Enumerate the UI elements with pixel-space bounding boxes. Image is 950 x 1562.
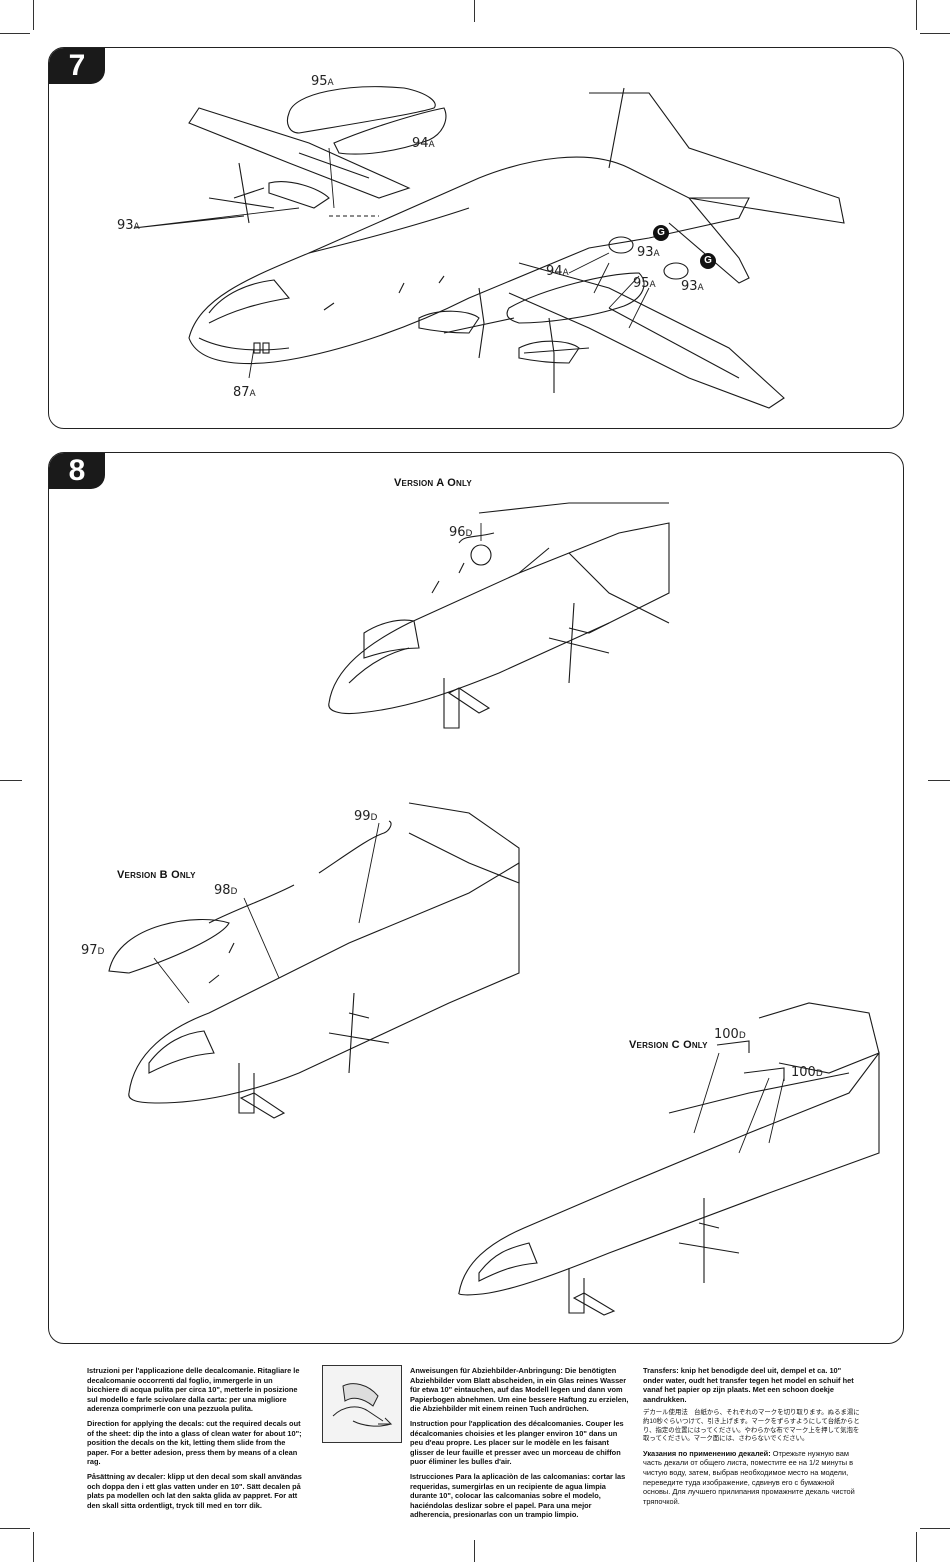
instructions-russian: Указания по применению декалей: Отрежьте… (643, 1449, 863, 1507)
part-label-95a: 95A (311, 74, 334, 89)
crop-mark (0, 1528, 30, 1529)
crop-mark (474, 1540, 475, 1562)
version-a-aircraft (328, 502, 670, 729)
crop-mark (920, 1528, 950, 1529)
version-b-heading: Version B Only (117, 869, 196, 881)
step-number: 8 (49, 453, 105, 489)
instructions-column-2: Anweisungen für Abziehbilder-Anbringung:… (410, 1366, 630, 1525)
sprue-g-badge: G (653, 225, 669, 241)
part-label-95a: 95A (633, 276, 656, 291)
part-label-93a: 93A (637, 245, 660, 260)
instructions-german: Anweisungen für Abziehbilder-Anbringung:… (410, 1366, 629, 1414)
step-number: 7 (49, 48, 105, 84)
crop-mark (0, 33, 30, 34)
version-c-aircraft (458, 1002, 880, 1316)
instructions-dutch: Transfers: knip het benodigde deel uit, … (643, 1366, 854, 1404)
part-label-100d: 100D (714, 1027, 746, 1042)
crop-mark (0, 780, 22, 781)
part-label-93a: 93A (117, 218, 140, 233)
instructions-italian: Istruzioni per l'applicazione delle deca… (87, 1366, 300, 1414)
step-8-panel: 8 (48, 452, 904, 1344)
instructions-column-3: Transfers: knip het benodigde deel uit, … (643, 1366, 863, 1511)
version-c-heading: Version C Only (629, 1039, 708, 1051)
version-variants-drawing (108, 502, 880, 1316)
aircraft-assembly-drawing (133, 86, 845, 409)
part-label-87a: 87A (233, 385, 256, 400)
sprue-g-badge: G (700, 253, 716, 269)
part-label-99d: 99D (354, 809, 378, 824)
crop-mark (916, 0, 917, 30)
instructions-column-1: Istruzioni per l'applicazione delle deca… (87, 1366, 307, 1515)
crop-mark (920, 33, 950, 34)
step-7-panel: 7 (48, 47, 904, 429)
part-label-97d: 97D (81, 943, 105, 958)
part-label-100d: 100D (791, 1065, 823, 1080)
instructions-japanese: デカール使用法 台紙から、それぞれのマークを切り取ります。ぬるま湯に約10秒ぐら… (643, 1409, 860, 1443)
instructions-russian-text: Отрежьте нужную вам часть декали от обще… (643, 1448, 855, 1506)
part-label-93a: 93A (681, 279, 704, 294)
part-label-94a: 94A (412, 136, 435, 151)
instructions-english: Direction for applying the decals: cut t… (87, 1418, 302, 1467)
crop-mark (928, 780, 950, 781)
part-label-94a: 94A (546, 264, 569, 279)
instructions-spanish: Istrucciones Para la aplicaciòn de las c… (410, 1471, 626, 1520)
version-a-heading: Version A Only (394, 477, 472, 489)
crop-mark (33, 0, 34, 30)
crop-mark (916, 1532, 917, 1562)
instructions-swedish: Påsättning av decaler: klipp ut den deca… (87, 1471, 302, 1510)
part-label-96d: 96D (449, 525, 473, 540)
instructions-russian-title: Указания по применению декалей: (643, 1448, 771, 1458)
version-b-aircraft (108, 802, 520, 1119)
decal-application-illustration (322, 1365, 402, 1443)
part-label-98d: 98D (214, 883, 238, 898)
crop-mark (474, 0, 475, 22)
instructions-french: Instruction pour l'application des décal… (410, 1418, 624, 1467)
crop-mark (33, 1532, 34, 1562)
